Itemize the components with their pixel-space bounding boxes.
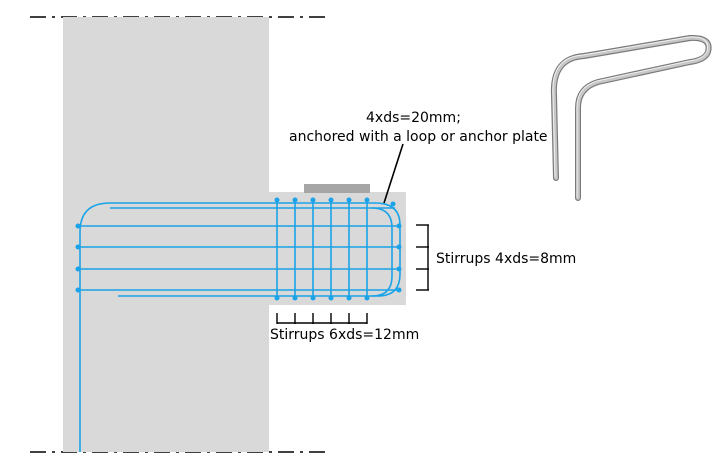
vertical-dimension-bracket — [416, 224, 429, 291]
rebar-dots — [75, 197, 402, 301]
rebar-dot — [396, 244, 402, 250]
stirrups-vertical-label: Stirrups 4xds=8mm — [436, 251, 577, 267]
rebar-dot — [274, 295, 280, 301]
rebar-dot — [346, 295, 352, 301]
rebar-dot — [364, 197, 370, 203]
loop-bar-illustration — [550, 34, 712, 201]
rebar-dot — [328, 197, 334, 203]
inner-loop-bar — [371, 207, 393, 297]
rebar-dot — [346, 197, 352, 203]
rebar-dot — [364, 295, 370, 301]
rebar-dot — [310, 295, 316, 301]
top-bars-label-line1: 4xds=20mm; — [366, 110, 461, 126]
rebar-dot — [396, 223, 402, 229]
rebar-dot — [75, 244, 81, 250]
horizontal-dimension-bracket — [276, 313, 368, 324]
corbel-concrete — [269, 192, 406, 305]
rebar-dot — [396, 266, 402, 272]
rebar-dot — [75, 287, 81, 293]
rebar-dot — [292, 197, 298, 203]
rebar-dot — [75, 266, 81, 272]
rebar-dot — [390, 201, 396, 207]
leader-line — [383, 143, 404, 204]
top-bars-label-line2: anchored with a loop or anchor plate — [289, 129, 548, 145]
rebar-dot — [328, 295, 334, 301]
rebar-dot — [75, 223, 81, 229]
stirrups-horizontal-label: Stirrups 6xds=12mm — [270, 327, 420, 343]
column-concrete — [63, 17, 269, 452]
main-rebar-group — [78, 200, 401, 452]
rebar-dot — [310, 197, 316, 203]
rebar-dot — [274, 197, 280, 203]
rebar-dot — [396, 287, 402, 293]
rebar-dot — [292, 295, 298, 301]
bearing-plate — [304, 184, 370, 193]
